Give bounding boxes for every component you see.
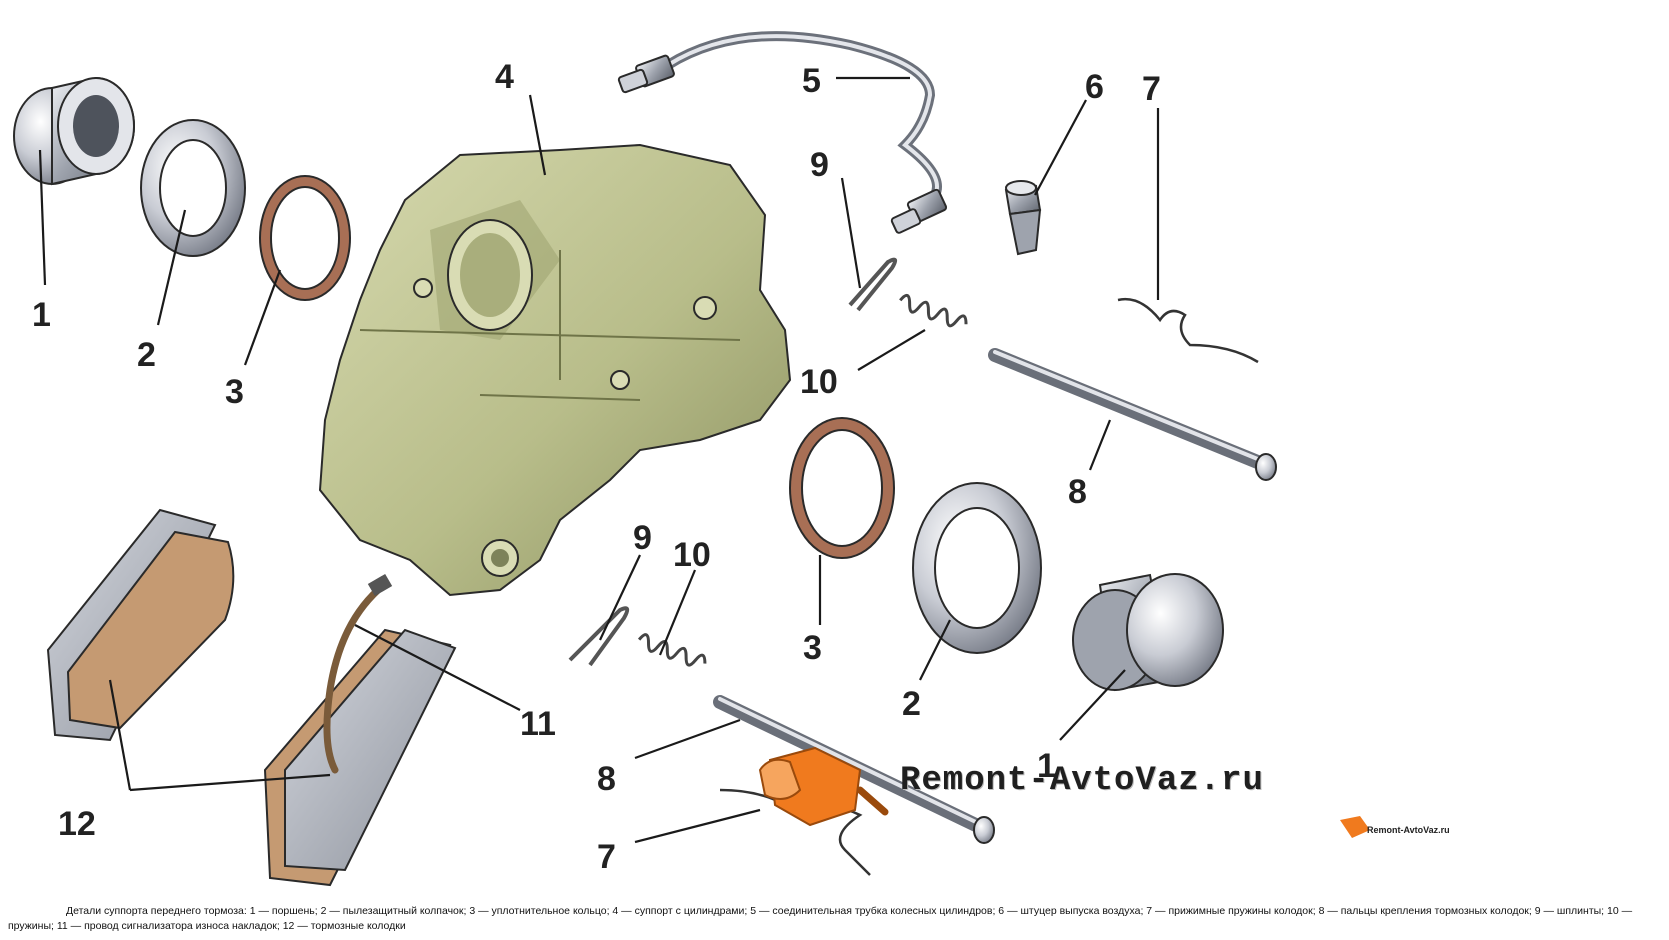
callout-2a: 2 [137,336,156,374]
callout-1a: 1 [32,296,51,334]
callout-7a: 7 [1142,70,1161,108]
callout-labels: 1 2 3 4 5 6 7 9 10 8 3 2 1 9 10 11 12 8 … [32,58,1161,876]
leader-9b [599,554,641,641]
callout-12: 12 [58,805,96,843]
dust-cap-top [140,119,246,257]
coil-spring-top [899,293,968,328]
callout-1b: 1 [1037,747,1056,785]
callout-7b: 7 [597,838,616,876]
seal-ring-bottom [789,417,895,559]
leader-1a [38,149,47,286]
leader-12 [108,679,331,792]
leader-lines [38,76,1160,844]
leader-2a [156,209,187,326]
callout-4: 4 [495,58,514,96]
callout-8a: 8 [1068,473,1087,511]
leader-10b [658,569,697,656]
connecting-tube [617,31,948,234]
split-pin-top [848,257,898,312]
piston-top [13,76,135,186]
watermark-logo [758,746,1370,838]
figure-caption: Детали суппорта переднего тормоза: 1 — п… [8,905,1633,932]
brake-pad-right [263,628,457,887]
callout-5: 5 [802,62,821,100]
callout-10b: 10 [673,536,711,574]
wear-sensor-wire [323,573,393,774]
leader-11 [354,624,521,711]
leader-1b [1059,669,1126,741]
seal-ring-top [259,175,351,301]
leader-3a [243,269,282,366]
leader-4 [528,94,547,176]
callout-9b: 9 [633,519,652,557]
leader-9a [840,177,862,289]
mounting-pin-top [988,348,1277,481]
pressure-spring-top [1117,297,1259,364]
leader-6 [1034,99,1087,196]
watermark-small-site-name: Remont-AvtoVaz.ru [1367,825,1450,835]
callout-6: 6 [1085,68,1104,106]
callout-10a: 10 [800,363,838,401]
dust-cap-bottom [912,482,1042,654]
callout-2b: 2 [902,685,921,723]
callout-8b: 8 [597,760,616,798]
leader-7b [634,808,761,844]
callout-3b: 3 [803,629,822,667]
leader-8b [634,718,741,760]
brake-pad-left [46,508,235,742]
callout-3a: 3 [225,373,244,411]
leader-8a [1088,419,1112,471]
caliper-body [318,143,792,597]
callout-11: 11 [520,705,556,743]
callout-9a: 9 [810,146,829,184]
leader-2b [919,619,951,681]
leader-10a [857,329,926,371]
coil-spring-bottom [637,633,707,667]
piston-bottom [1072,573,1224,692]
bleed-fitting [1004,180,1042,256]
split-pin-bottom [568,606,630,667]
watermark-site-name: Remont-AvtoVaz.ru [900,762,1264,800]
